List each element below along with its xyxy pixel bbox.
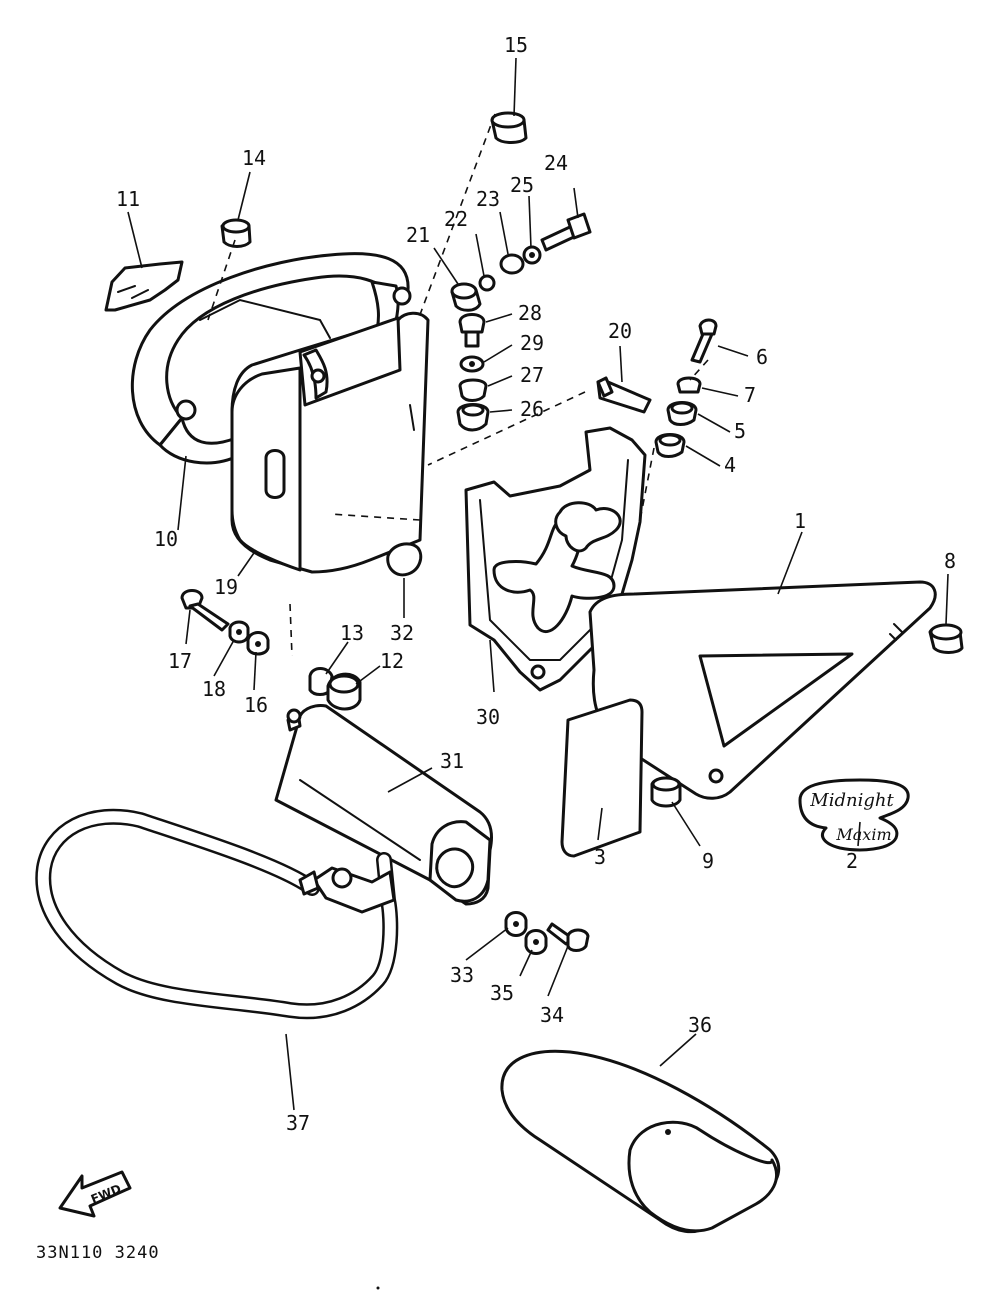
callout-15: 15 xyxy=(504,33,528,57)
part-31-duct xyxy=(274,704,494,906)
callout-9: 9 xyxy=(702,849,714,873)
part-36-seat-cover xyxy=(500,1049,781,1234)
callout-36: 36 xyxy=(688,1013,712,1037)
part-8-grommet xyxy=(928,623,964,654)
callout-8: 8 xyxy=(944,549,956,573)
callout-26: 26 xyxy=(520,397,544,421)
callout-31: 31 xyxy=(440,749,464,773)
callout-21: 21 xyxy=(406,223,430,247)
callout-18: 18 xyxy=(202,677,226,701)
fastener-stack-middle xyxy=(456,313,490,432)
callout-22: 22 xyxy=(444,207,468,231)
fastener-stack-lower-right xyxy=(504,911,590,955)
callout-24: 24 xyxy=(544,151,568,175)
assembly-lines xyxy=(207,113,709,657)
callout-7: 7 xyxy=(744,383,756,407)
callout-34: 34 xyxy=(540,1003,564,1027)
callout-27: 27 xyxy=(520,363,544,387)
part-10-frame-hoop xyxy=(130,252,412,465)
callout-23: 23 xyxy=(476,187,500,211)
callout-labels: 15 14 11 24 25 23 22 21 28 29 27 26 20 6… xyxy=(116,33,956,1135)
leader-lines xyxy=(127,57,949,1111)
callout-3: 3 xyxy=(594,845,606,869)
callout-2: 2 xyxy=(846,849,858,873)
callout-5: 5 xyxy=(734,419,746,443)
callout-19: 19 xyxy=(214,575,238,599)
callout-25: 25 xyxy=(510,173,534,197)
emblem-line-1: Midnight xyxy=(809,790,894,811)
fwd-arrow-icon: FWD xyxy=(58,1170,132,1218)
stray-dot xyxy=(376,1286,380,1290)
callout-33: 33 xyxy=(450,963,474,987)
emblem-line-2: Maxim xyxy=(835,825,891,844)
callout-16: 16 xyxy=(244,693,268,717)
part-9-collar xyxy=(650,776,682,808)
callout-10: 10 xyxy=(154,527,178,551)
part-20-clip xyxy=(596,376,652,414)
callout-12: 12 xyxy=(380,649,404,673)
callout-13: 13 xyxy=(340,621,364,645)
callout-20: 20 xyxy=(608,319,632,343)
callout-1: 1 xyxy=(794,509,806,533)
callout-37: 37 xyxy=(286,1111,310,1135)
callout-14: 14 xyxy=(242,146,266,170)
callout-4: 4 xyxy=(724,453,736,477)
part-2-emblem: Midnight Maxim xyxy=(798,778,910,852)
callout-6: 6 xyxy=(756,345,768,369)
callout-29: 29 xyxy=(520,331,544,355)
fastener-stack-lower-left xyxy=(180,589,362,711)
callout-11: 11 xyxy=(116,187,140,211)
part-32-pad xyxy=(386,542,423,577)
part-14-grommet xyxy=(220,218,252,248)
part-3-pad xyxy=(560,698,644,858)
callout-28: 28 xyxy=(518,301,542,325)
part-11-bracket xyxy=(104,260,184,312)
fastener-stack-top xyxy=(450,111,592,312)
part-19-battery-box xyxy=(230,311,430,574)
callout-32: 32 xyxy=(390,621,414,645)
callout-17: 17 xyxy=(168,649,192,673)
callout-35: 35 xyxy=(490,981,514,1005)
fastener-stack-right xyxy=(654,318,718,458)
diagram-code: 33N110 3240 xyxy=(36,1243,160,1263)
part-37-harness xyxy=(35,808,399,1020)
callout-30: 30 xyxy=(476,705,500,729)
